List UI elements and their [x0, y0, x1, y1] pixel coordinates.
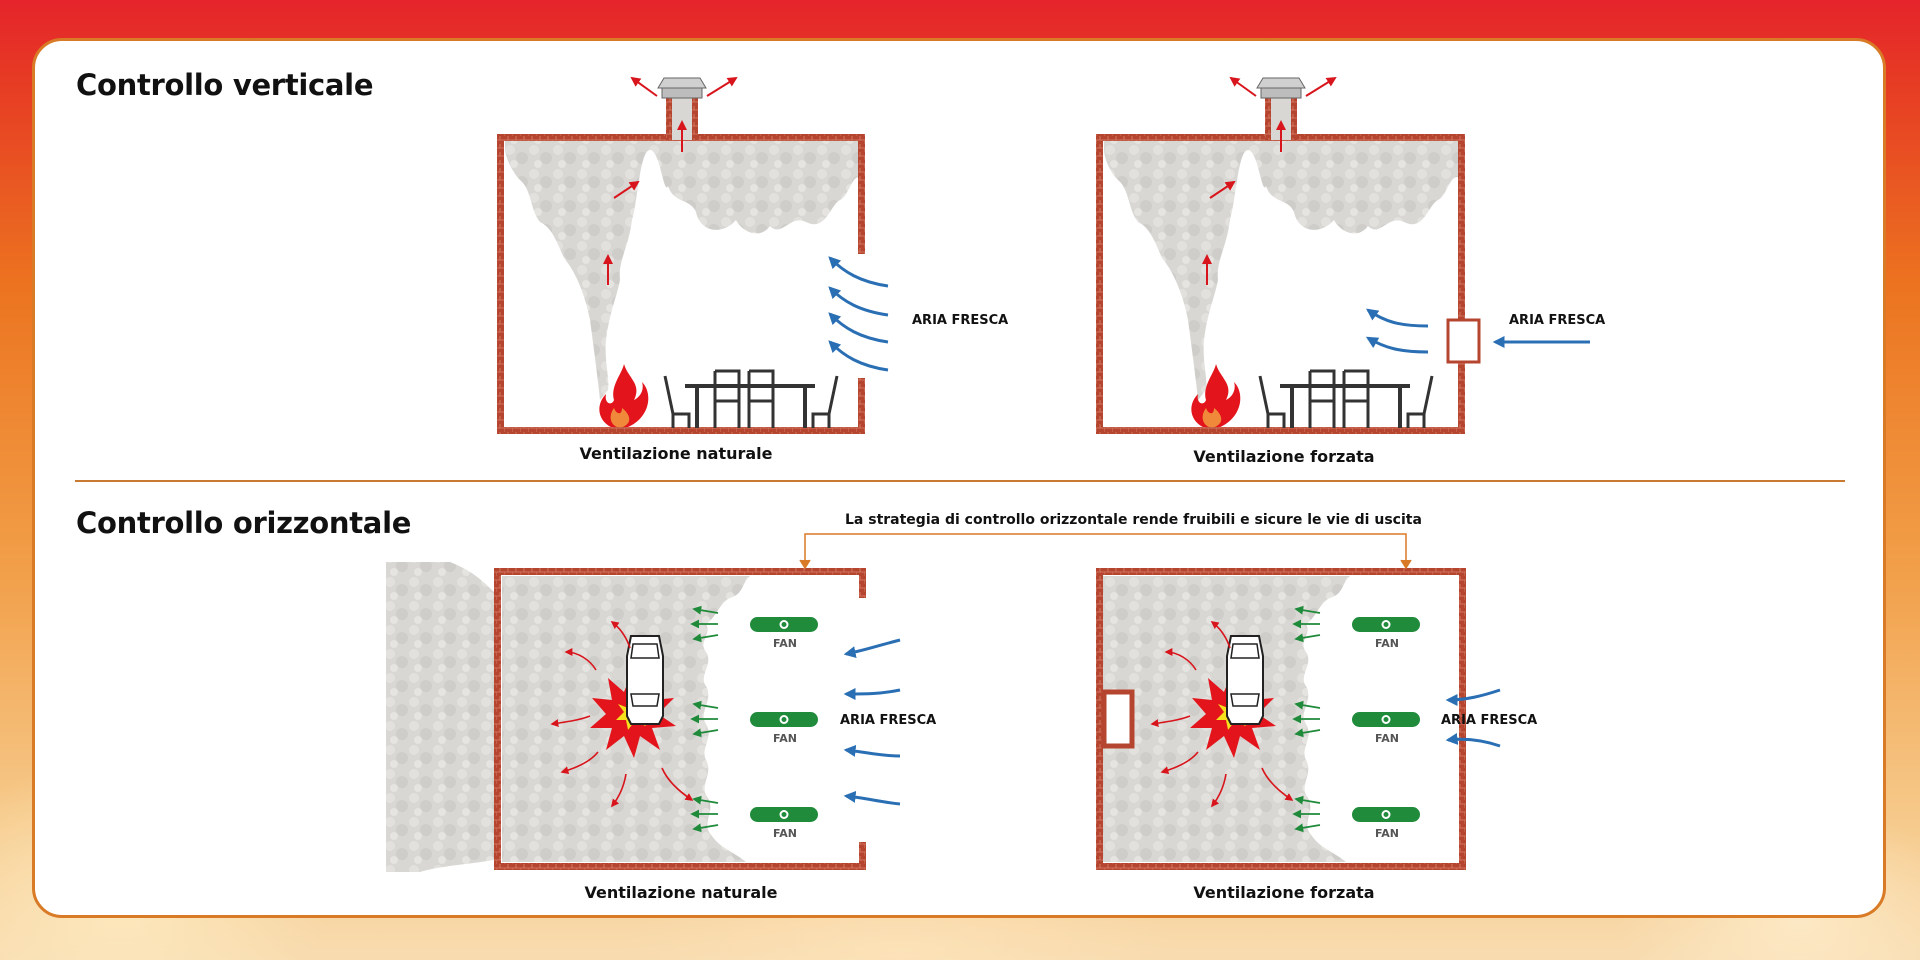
caption-vertical-forced: Ventilazione forzata [1193, 447, 1375, 466]
note-bracket [799, 533, 1412, 570]
horizontal-forced-diagram [1096, 568, 1501, 870]
caption-horizontal-forced: Ventilazione forzata [1193, 883, 1375, 902]
fan-label: FAN [1375, 637, 1399, 650]
caption-horizontal-natural: Ventilazione naturale [584, 883, 778, 902]
smoke-spread-arrows [550, 621, 694, 808]
section-title-vertical: Controllo verticale [76, 68, 374, 102]
horizontal-natural-diagram [386, 562, 901, 872]
smoke-flow-arrows [1202, 76, 1337, 285]
table-chairs-icon [663, 369, 839, 430]
caption-vertical-natural: Ventilazione naturale [579, 444, 773, 463]
fresh-air-arrows [843, 638, 901, 806]
table-chairs-icon [1258, 369, 1434, 430]
smoke-cloud-outside [386, 562, 494, 872]
vertical-natural-diagram [497, 76, 889, 434]
content-card [32, 38, 1886, 918]
fan-label: FAN [1375, 827, 1399, 840]
vertical-forced-diagram [1096, 76, 1590, 434]
fresh-air-arrows [1365, 308, 1590, 354]
air-label-horizontal-natural: ARIA FRESCA [840, 713, 937, 728]
fan-unit [1294, 799, 1421, 829]
horizontal-strategy-note: La strategia di controllo orizzontale re… [845, 512, 1422, 528]
fan-label: FAN [773, 827, 797, 840]
fan-unit [692, 704, 819, 734]
fan-unit [692, 799, 819, 829]
fan-unit [1294, 704, 1421, 734]
air-label-vertical-natural: ARIA FRESCA [912, 313, 1009, 328]
smoke-flow-arrows [603, 76, 738, 285]
fan-label: FAN [1375, 732, 1399, 745]
air-label-horizontal-forced: ARIA FRESCA [1441, 713, 1538, 728]
fan-label: FAN [773, 637, 797, 650]
fresh-air-arrows [828, 256, 889, 372]
smoke-spread-arrows [1150, 621, 1294, 808]
fan-label: FAN [773, 732, 797, 745]
section-title-horizontal: Controllo orizzontale [76, 506, 412, 540]
air-label-vertical-forced: ARIA FRESCA [1509, 313, 1606, 328]
fresh-air-arrows [1445, 688, 1501, 748]
section-divider [75, 480, 1845, 482]
smoke-cloud [505, 140, 862, 400]
smoke-cloud [1104, 140, 1460, 400]
